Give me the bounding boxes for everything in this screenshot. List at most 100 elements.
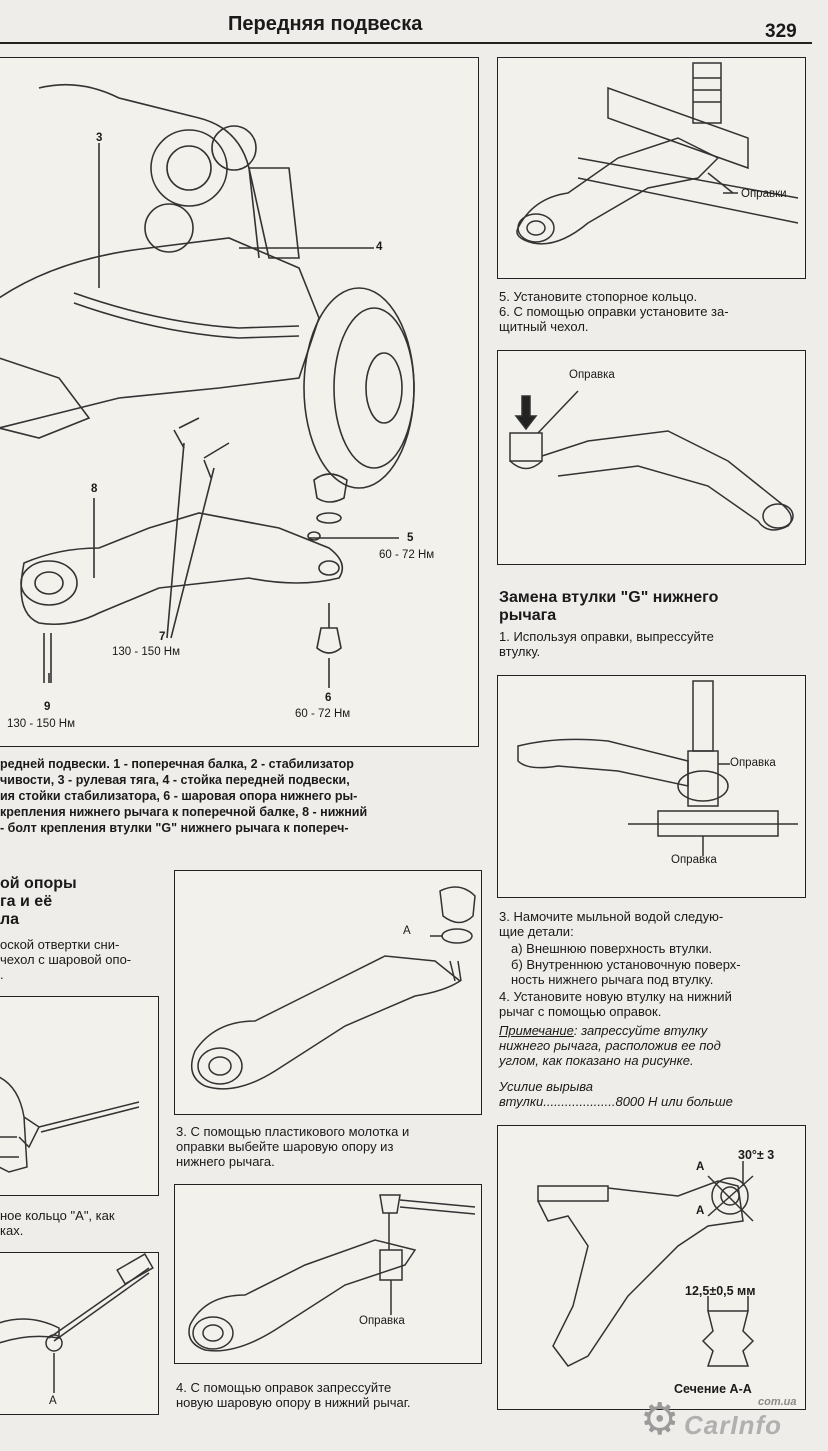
text-line: . (0, 967, 4, 982)
fig4-label-a1: A (696, 1161, 705, 1173)
text-line: оской отвертки сни- (0, 937, 120, 952)
callout-7: 7 (159, 631, 166, 643)
left-heading: ой опоры га и её ла (0, 875, 77, 929)
boot-install-drawing (509, 390, 794, 531)
right-fig3-label-bottom: Оправка (671, 854, 717, 866)
left-text-2: ное кольцо "А", как ках. (0, 1208, 115, 1238)
text-line: 3. Намочите мыльной водой следую- (499, 909, 724, 924)
caption-line: ия стойки стабилизатора, 6 - шаровая опо… (0, 789, 358, 803)
heading-line: ой опоры (0, 875, 77, 892)
torque-9: 130 - 150 Нм (7, 718, 76, 730)
note-line: Примечание: запрессуйте втулку (499, 1023, 721, 1038)
fig4-section-label: Сечение А-А (674, 1382, 752, 1396)
callout-8: 8 (91, 483, 98, 495)
arm-balljoint-drawing (190, 886, 476, 1090)
left-fig-label-a: A (49, 1395, 57, 1407)
spec-line: втулки....................8000 Н или бол… (499, 1094, 733, 1109)
text-line: 5. Установите стопорное кольцо. (499, 289, 698, 304)
page-header: Передняя подвеска 329 (0, 0, 828, 46)
right-step-3: 3. Намочите мыльной водой следую- щие де… (499, 909, 723, 939)
caption-line: - болт крепления втулки "G" нижнего рыча… (0, 821, 349, 835)
suspension-drawing (0, 83, 415, 688)
text-line: углом, как показано на рисунке. (499, 1053, 694, 1068)
right-figure-1: Оправки (497, 57, 806, 279)
right-fig1-label: Оправки (741, 188, 787, 200)
right-note: Примечание: запрессуйте втулку нижнего р… (499, 1023, 721, 1068)
note-text: : запрессуйте втулку (573, 1023, 708, 1038)
bushing-angle-drawing (537, 1161, 755, 1367)
press-balljoint-drawing (188, 1194, 476, 1352)
ball-joint-drawing (0, 1076, 140, 1173)
right-figure-3: Оправка Оправка (497, 675, 806, 898)
text-line: 4. Установите новую втулку на нижний (499, 989, 732, 1004)
text-line: б) Внутреннюю установочную поверх- (511, 957, 741, 972)
header-rule (0, 42, 812, 44)
torque-7: 130 - 150 Нм (112, 646, 181, 658)
watermark-brand: CarInfo (684, 1410, 782, 1440)
middle-figure-2: Оправка (174, 1184, 482, 1364)
text-line: ках. (0, 1223, 24, 1238)
callout-9: 9 (44, 701, 51, 713)
right-step-3a: а) Внешнюю поверхность втулки. (511, 941, 713, 956)
main-caption: редней подвески. 1 - поперечная балка, 2… (0, 756, 480, 836)
screwdriver-drawing (0, 1253, 154, 1393)
middle-step-4: 4. С помощью оправок запрессуйте новую ш… (176, 1380, 411, 1410)
spec-line: Усилие вырыва (499, 1079, 594, 1094)
callout-4: 4 (376, 241, 383, 253)
right-step-1: 1. Используя оправки, выпрессуйте втулку… (499, 629, 714, 659)
heading-line: Замена втулки "G" нижнего (499, 589, 719, 606)
text-line: новую шаровую опору в нижний рычаг. (176, 1395, 411, 1410)
right-fig3-label-top: Оправка (730, 757, 776, 769)
text-line: 6. С помощью оправки установите за- (499, 304, 729, 319)
right-figure-2: Оправка (497, 350, 806, 565)
right-figure-4: 30°± 3 A A 12,5±0,5 мм Сечение А-А (497, 1125, 806, 1410)
watermark: ⚙ com.ua CarInfo (640, 1390, 828, 1450)
text-line: ное кольцо "А", как (0, 1208, 115, 1223)
torque-5: 60 - 72 Нм (379, 549, 435, 561)
bushing-press-drawing (517, 680, 798, 856)
caption-line: чивости, 3 - рулевая тяга, 4 - стойка пе… (0, 773, 350, 787)
fig4-label-a2: A (696, 1205, 705, 1217)
text-line: втулку. (499, 644, 541, 659)
text-line: щие детали: (499, 924, 574, 939)
fig4-angle: 30°± 3 (738, 1148, 775, 1162)
middle-figure-1: A (174, 870, 482, 1115)
right-heading: Замена втулки "G" нижнего рычага (499, 589, 718, 625)
watermark-domain: com.ua (758, 1396, 797, 1408)
heading-line: ла (0, 911, 20, 928)
callout-6: 6 (325, 692, 332, 704)
note-label: Примечание (499, 1023, 574, 1038)
callout-5: 5 (407, 532, 414, 544)
gear-icon: ⚙ (640, 1395, 680, 1444)
main-figure: 3 4 8 5 60 - 72 Нм 7 130 - 150 Нм 9 130 … (0, 57, 479, 747)
callout-3: 3 (96, 132, 103, 144)
left-text-1: оской отвертки сни- чехол с шаровой опо-… (0, 937, 131, 982)
right-fig2-label: Оправка (569, 369, 615, 381)
text-line: нижнего рычага. (176, 1154, 275, 1169)
middle-step-3: 3. С помощью пластикового молотка и опра… (176, 1124, 409, 1169)
press-tool-drawing (516, 62, 799, 245)
left-figure-2: A (0, 1252, 159, 1415)
text-line: щитный чехол. (499, 319, 589, 334)
text-line: чехол с шаровой опо- (0, 952, 132, 967)
text-line: рычаг с помощью оправок. (499, 1004, 662, 1019)
middle-fig1-label-a: A (403, 925, 411, 937)
right-steps-5-6: 5. Установите стопорное кольцо. 6. С пом… (499, 289, 729, 334)
right-step-3b: б) Внутреннюю установочную поверх- ность… (511, 957, 741, 987)
text-line: оправки выбейте шаровую опору из (176, 1139, 394, 1154)
middle-fig2-label: Оправка (359, 1315, 405, 1327)
heading-line: га и её (0, 893, 53, 910)
text-line: 3. С помощью пластикового молотка и (176, 1124, 410, 1139)
heading-line: рычага (499, 607, 557, 624)
torque-6: 60 - 72 Нм (295, 708, 351, 720)
left-figure-1 (0, 996, 159, 1196)
page-number: 329 (765, 21, 797, 42)
fig4-dimension: 12,5±0,5 мм (685, 1284, 756, 1298)
caption-line: редней подвески. 1 - поперечная балка, 2… (0, 757, 354, 771)
text-line: 1. Используя оправки, выпрессуйте (499, 629, 714, 644)
text-line: нижнего рычага, расположив ее под (499, 1038, 721, 1053)
caption-line: крепления нижнего рычага к поперечной ба… (0, 805, 368, 819)
header-title: Передняя подвеска (228, 13, 423, 35)
right-step-4: 4. Установите новую втулку на нижний рыч… (499, 989, 732, 1019)
text-line: 4. С помощью оправок запрессуйте (176, 1380, 392, 1395)
